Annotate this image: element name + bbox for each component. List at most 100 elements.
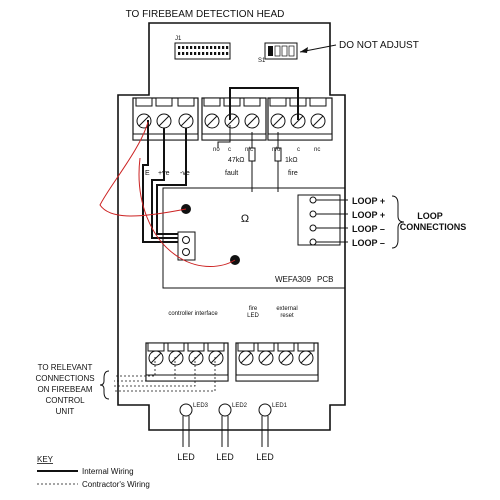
loop-connections-title-2: CONNECTIONS [400, 222, 467, 232]
label-fault: fault [225, 170, 238, 177]
j1-pin [214, 46, 217, 49]
upper-terminal-screw [204, 113, 220, 129]
label-nc-2: nc [314, 147, 320, 153]
loop-connections-title-1: LOOP [417, 211, 443, 221]
j1-pin [178, 46, 181, 49]
led3-component [179, 403, 193, 447]
j1-pin [198, 46, 201, 49]
label-e: E [145, 170, 150, 177]
note-line-3: ON FIREBEAM [37, 385, 92, 394]
j1-pin [194, 52, 197, 55]
external-reset-label-2: reset [280, 313, 294, 319]
s1-label: S1 [258, 58, 266, 64]
resistor-1k [274, 132, 282, 180]
note-line-5: UNIT [56, 407, 75, 416]
label-no-1: no [213, 147, 220, 153]
lower-terminal-screw [258, 350, 274, 366]
left-brace [99, 370, 110, 400]
loop-brace [391, 195, 405, 249]
j1-pin [194, 46, 197, 49]
loop-pin [309, 238, 317, 246]
internal-wire-relay-loop [229, 87, 299, 120]
label-nc-1: n/c [245, 147, 253, 153]
pcb-model-label: WEFA309 [275, 275, 312, 284]
upper-terminal-screw [178, 113, 194, 129]
j1-pin [190, 52, 193, 55]
key-internal-label: Internal Wiring [82, 467, 134, 476]
pcb-2way-connector [177, 231, 196, 261]
j1-pin [222, 52, 225, 55]
j1-pin [210, 46, 213, 49]
internal-wire-c-to-pcb [217, 125, 231, 148]
enclosure-outline [117, 22, 346, 431]
lower-terminal-screw [148, 350, 164, 366]
note-line-1: TO RELEVANT [38, 363, 93, 372]
loop-item-1: LOOP + [352, 196, 385, 206]
j1-pin [182, 46, 185, 49]
key-contractor-label: Contractor's Wiring [82, 480, 150, 489]
j1-pin [202, 52, 205, 55]
pcb-omega-symbol: Ω [241, 213, 249, 225]
j1-pin [226, 46, 229, 49]
loop-pin [309, 224, 317, 232]
note-line-2: CONNECTIONS [35, 374, 94, 383]
j1-connector [174, 42, 231, 60]
internal-wire-e [142, 120, 178, 243]
led1-label: LED1 [272, 403, 288, 409]
lower-terminal-screw [168, 350, 184, 366]
led-caption-2: LED [216, 452, 234, 462]
j1-pin [178, 52, 181, 55]
led-caption-3: LED [177, 452, 195, 462]
controller-interface-label: controller interface [168, 311, 218, 317]
pcb-label: PCB [317, 275, 333, 284]
loop-item-3: LOOP – [352, 224, 385, 234]
external-reset-label-1: external [276, 306, 297, 312]
upper-terminal-screw [270, 113, 286, 129]
j1-pin [206, 46, 209, 49]
led3-label: LED3 [193, 403, 209, 409]
j1-pin [210, 52, 213, 55]
j1-pin [190, 46, 193, 49]
j1-pin [218, 46, 221, 49]
label-c-2: c [297, 147, 300, 153]
upper-terminal-screw [244, 113, 260, 129]
lower-terminal-screw [278, 350, 294, 366]
red-wire [99, 121, 236, 267]
to-detection-head-label: TO FIREBEAM DETECTION HEAD [126, 9, 285, 20]
loop-pin [309, 210, 317, 218]
lower-terminal-screw [298, 350, 314, 366]
lower-terminal-screw [208, 350, 224, 366]
j1-pin [198, 52, 201, 55]
led2-label: LED2 [232, 403, 248, 409]
label-minus-ve: -ve [180, 170, 190, 177]
j1-pin [222, 46, 225, 49]
loop-item-2: LOOP + [352, 210, 385, 220]
j1-pin [206, 52, 209, 55]
label-no-2: n/o [272, 147, 281, 153]
led1-component [258, 403, 272, 447]
fire-led-label-2: LED [247, 313, 259, 319]
label-c-1: c [228, 147, 231, 153]
do-not-adjust-label: DO NOT ADJUST [339, 40, 419, 51]
lower-terminal-screw [238, 350, 254, 366]
contractor-wiring-left [114, 357, 216, 392]
s1-dip-switch [264, 42, 298, 60]
j1-label: J1 [175, 36, 182, 42]
loop-connector [297, 194, 348, 246]
j1-pin [202, 46, 205, 49]
j1-pin [214, 52, 217, 55]
upper-terminal-screw [224, 113, 240, 129]
upper-terminal-screw [310, 113, 326, 129]
lower-terminal-screw [188, 350, 204, 366]
j1-pin [186, 46, 189, 49]
internal-wire-plus [151, 128, 178, 239]
label-fire: fire [288, 170, 298, 177]
key-title: KEY [37, 455, 54, 464]
led2-component [218, 403, 232, 447]
j1-pin [186, 52, 189, 55]
label-47k: 47kΩ [228, 157, 245, 164]
upper-terminal-screw [156, 113, 172, 129]
j1-pin [182, 52, 185, 55]
label-1k: 1kΩ [285, 157, 298, 164]
